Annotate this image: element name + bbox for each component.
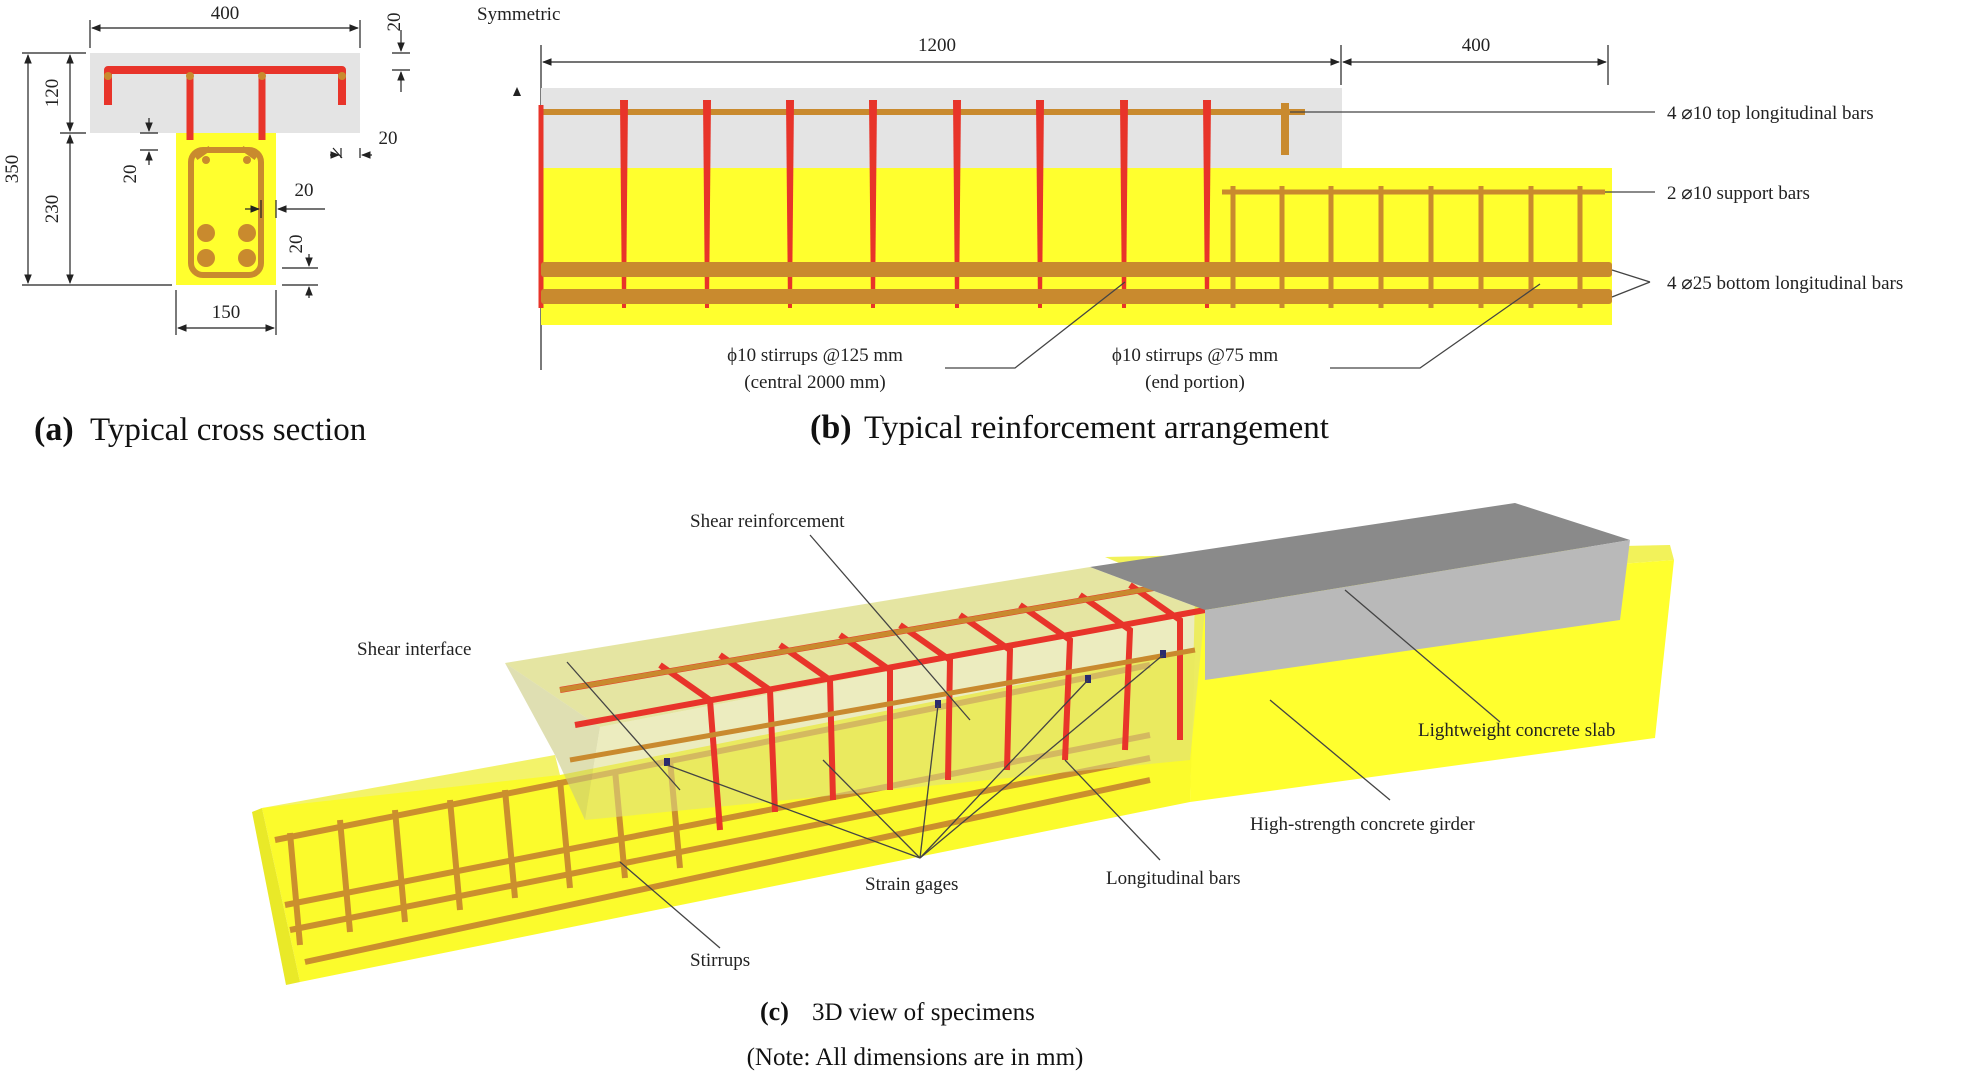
slab-section xyxy=(90,53,360,133)
dim-cover-side-slab: 20 xyxy=(379,128,398,149)
bottom-longitudinal-bar xyxy=(541,289,1612,304)
panel-c-3d-view: Shear reinforcement Shear interface Ligh… xyxy=(252,503,1674,1071)
bottom-longitudinal-bar xyxy=(541,262,1612,277)
dim-slab-thickness: 120 xyxy=(42,79,63,108)
dim-top-width: 400 xyxy=(211,3,240,24)
panel-b-arrangement: Symmetric 1200 400 xyxy=(477,4,1903,446)
bottom-bar xyxy=(197,224,215,242)
label-girder: High-strength concrete girder xyxy=(1250,814,1475,835)
dim-cover-top: 20 xyxy=(384,13,405,32)
bottom-bar xyxy=(238,249,256,267)
slab-glass-front xyxy=(585,610,1205,820)
caption-c-letter: (c) xyxy=(760,997,789,1026)
caption-a-letter: (a) xyxy=(34,411,74,448)
label-top-bars: 4 ⌀10 top longitudinal bars xyxy=(1667,103,1874,124)
dimensions-note: (Note: All dimensions are in mm) xyxy=(747,1044,1084,1071)
dim-cover-web-side: 20 xyxy=(295,180,314,201)
dim-web-width: 150 xyxy=(212,302,241,323)
slab-elevation xyxy=(541,88,1342,168)
label-strain-gages: Strain gages xyxy=(865,874,958,895)
central-shear-stirrups xyxy=(538,100,1211,308)
label-stirrups: Stirrups xyxy=(690,950,750,971)
slab-transverse-bar xyxy=(104,66,346,105)
symmetry-marker xyxy=(513,87,521,96)
dim-end-length: 400 xyxy=(1462,35,1491,56)
dim-cover-bottom: 20 xyxy=(286,235,307,254)
slab-glass-side xyxy=(505,663,600,820)
strain-gage-markers xyxy=(664,650,1166,766)
dim-web-height: 230 xyxy=(42,195,63,224)
lightweight-slab-side xyxy=(1205,540,1630,680)
dim-total-height: 350 xyxy=(2,155,23,184)
label-stirrups-central-2: (central 2000 mm) xyxy=(744,372,885,393)
caption-a-text: Typical cross section xyxy=(90,412,366,448)
bar-end-anchor xyxy=(1281,103,1289,155)
caption-b-text: Typical reinforcement arrangement xyxy=(864,410,1329,446)
label-lightweight-slab: Lightweight concrete slab xyxy=(1418,720,1615,741)
lightweight-slab-top xyxy=(1090,503,1630,610)
label-shear-interface: Shear interface xyxy=(357,639,471,660)
label-shear-reinforcement: Shear reinforcement xyxy=(690,511,845,532)
symmetric-label: Symmetric xyxy=(477,4,560,25)
caption-b-letter: (b) xyxy=(810,409,852,446)
label-bottom-bars: 4 ⌀25 bottom longitudinal bars xyxy=(1667,273,1903,294)
dim-central-length: 1200 xyxy=(918,35,956,56)
dim-cover-web-top: 20 xyxy=(120,165,141,184)
caption-c-text: 3D view of specimens xyxy=(812,999,1035,1026)
label-support-bars: 2 ⌀10 support bars xyxy=(1667,183,1810,204)
label-stirrups-end-2: (end portion) xyxy=(1145,372,1245,393)
bottom-bar xyxy=(238,224,256,242)
panel-a-cross-section: 400 350 120 230 150 20 20 20 20 20 ( xyxy=(2,3,410,448)
label-longitudinal-bars: Longitudinal bars xyxy=(1106,868,1241,889)
panel-c-leaders xyxy=(566,534,1501,949)
end-stirrups xyxy=(1230,186,1583,308)
label-stirrups-end-1: ϕ10 stirrups @75 mm xyxy=(1112,345,1279,366)
label-stirrups-central-1: ϕ10 stirrups @125 mm xyxy=(727,345,903,366)
bottom-bar xyxy=(197,249,215,267)
